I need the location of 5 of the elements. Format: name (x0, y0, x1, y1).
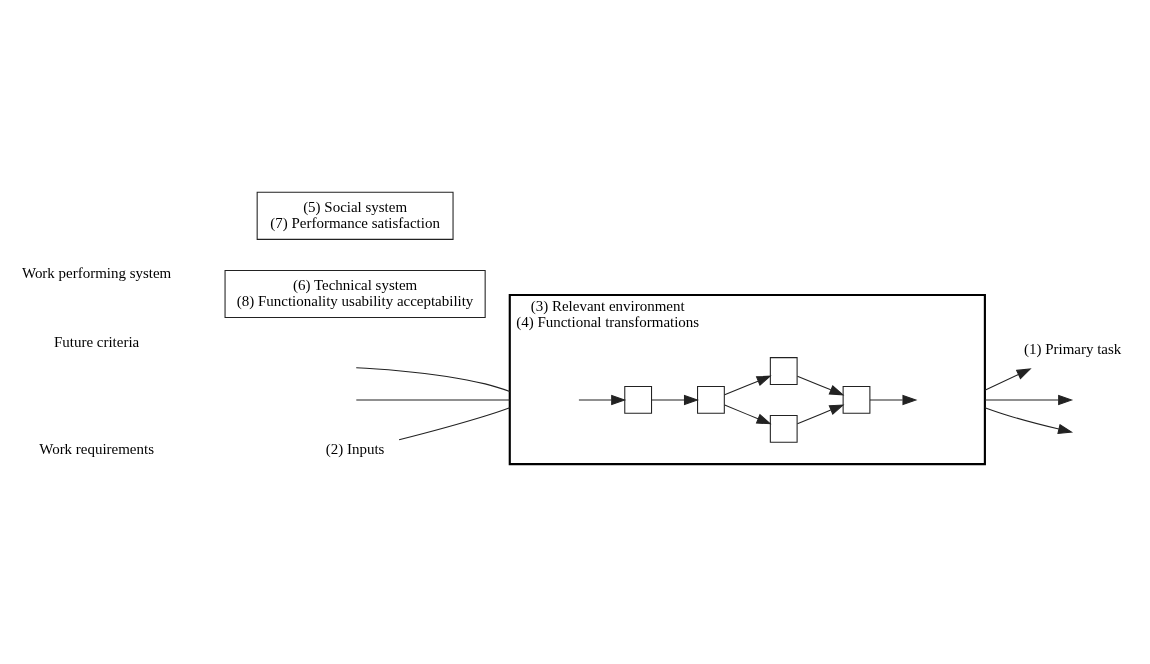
node-text: (2) Inputs (325, 440, 385, 457)
label: Future criteria (54, 333, 140, 350)
label: Work requirements (39, 440, 154, 457)
node-text: (1) Primary task (1024, 340, 1122, 357)
label: Work performing system (21, 264, 172, 281)
